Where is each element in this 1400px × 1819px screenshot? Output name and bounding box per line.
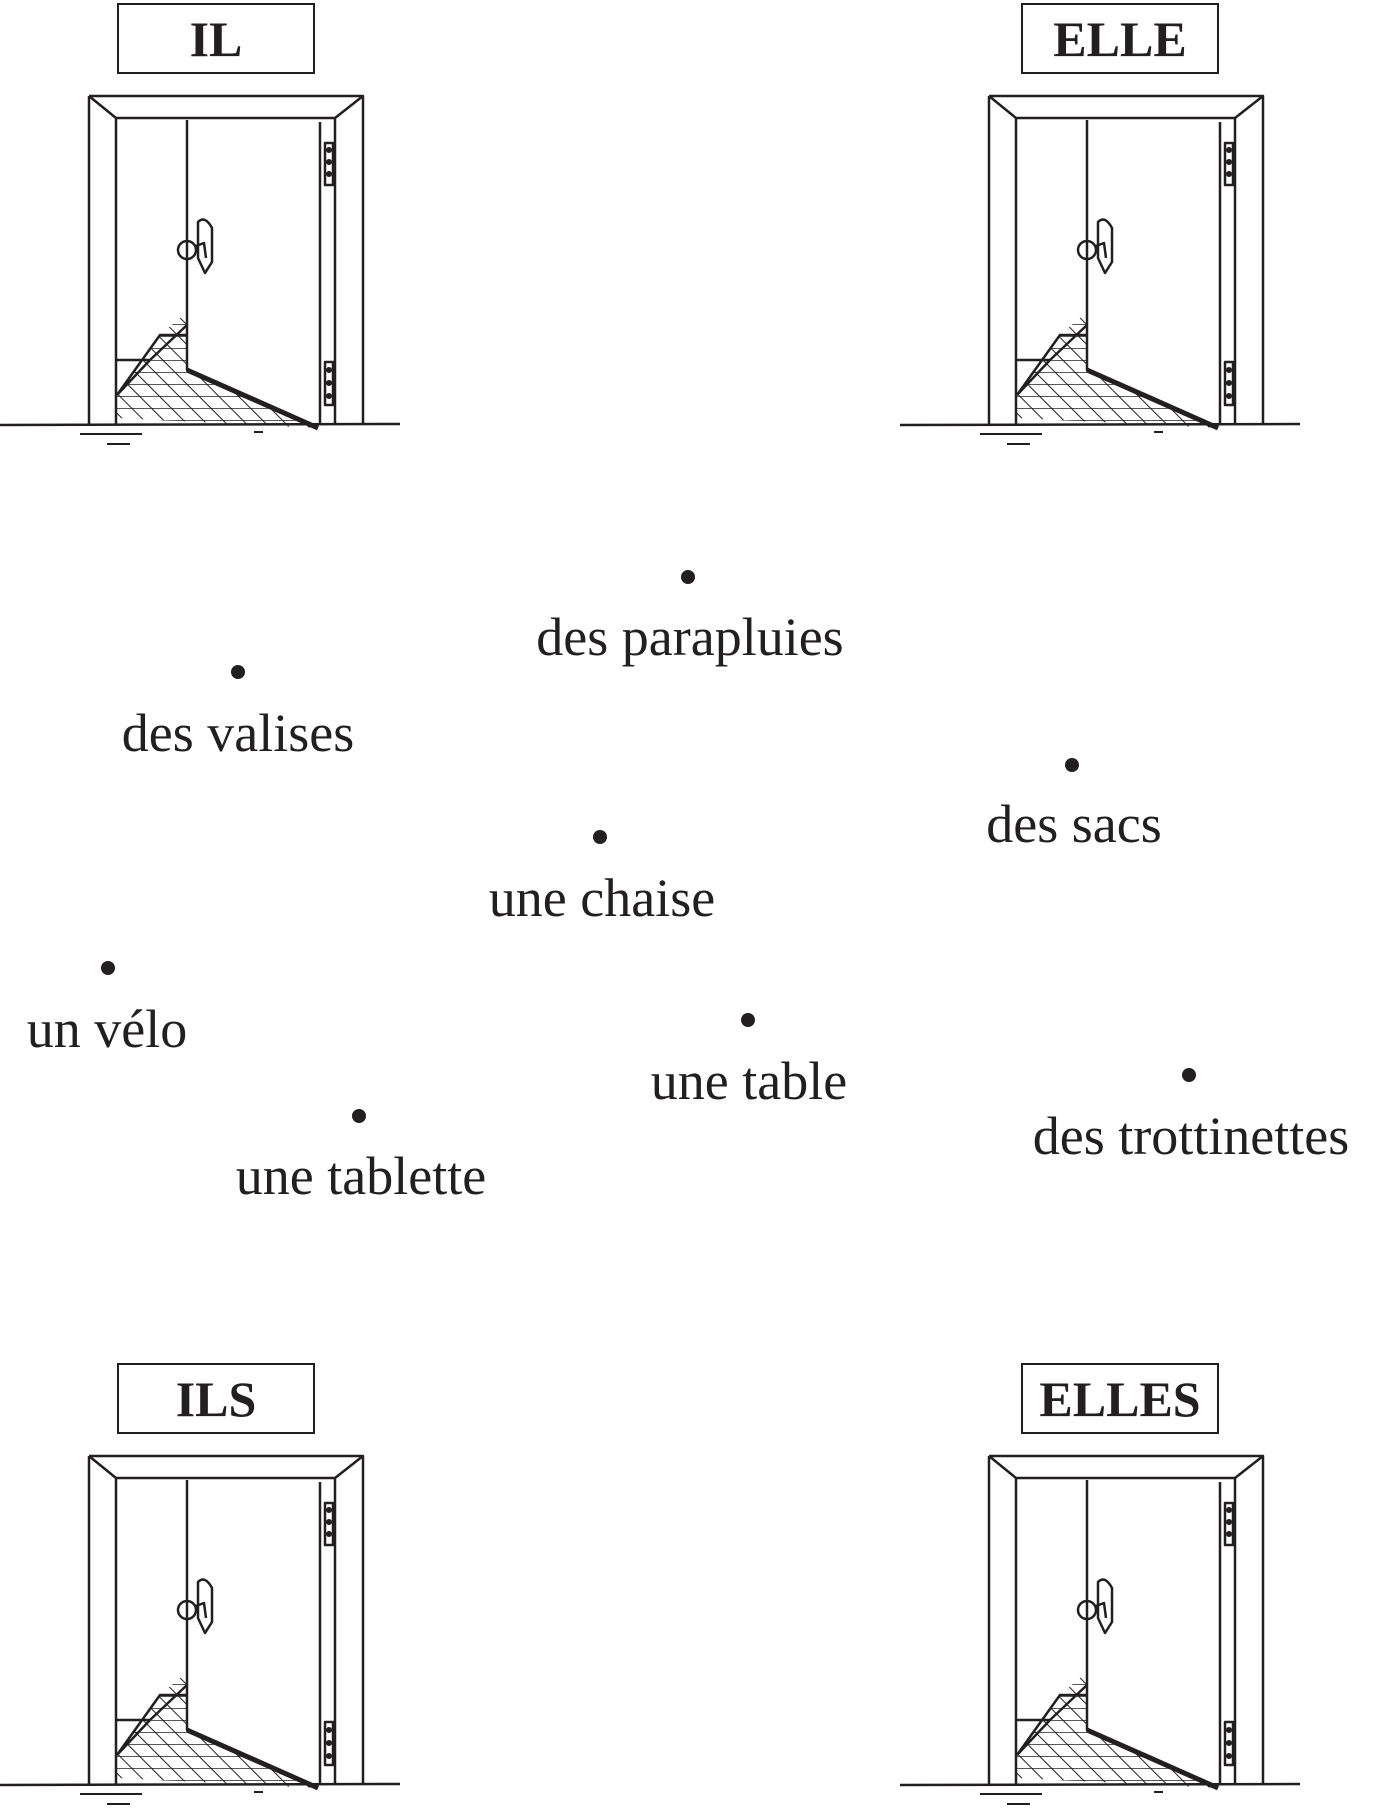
word-dot[interactable] [1065,758,1079,772]
word-une-table: une table [650,1051,848,1111]
word-dot[interactable] [101,961,115,975]
word-dot[interactable] [741,1013,755,1027]
door-drawing-elles [900,1456,1300,1804]
word-dot[interactable] [1182,1068,1196,1082]
word-dot[interactable] [231,665,245,679]
word-des-valises: des valises [121,703,355,763]
word-dot[interactable] [352,1109,366,1123]
word-une-chaise: une chaise [488,868,716,928]
door-drawing-elle [900,96,1300,444]
door-label-il: IL [117,3,315,74]
door-label-elle: ELLE [1021,3,1219,74]
door-label-elles: ELLES [1021,1363,1219,1434]
word-dot[interactable] [681,570,695,584]
word-une-tablette: une tablette [235,1146,487,1206]
word-des-trottinettes: des trottinettes [1032,1106,1350,1166]
door-label-ils: ILS [117,1363,315,1434]
word-des-sacs: des sacs [986,794,1162,854]
door-drawing-il [0,96,400,444]
word-dot[interactable] [593,830,607,844]
word-des-parapluies: des parapluies [536,607,844,667]
word-un-velo: un vélo [26,999,188,1059]
door-drawing-ils [0,1456,400,1804]
